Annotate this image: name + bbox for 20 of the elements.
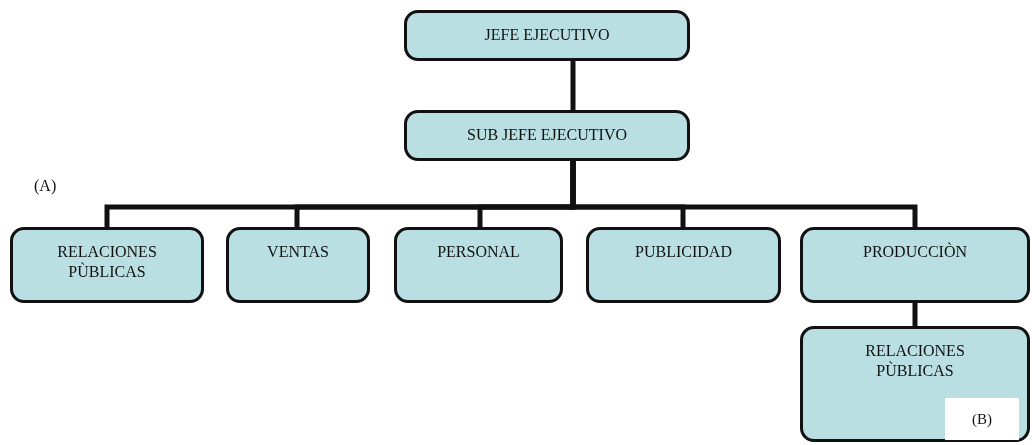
org-box	[404, 110, 690, 161]
connector-line	[912, 302, 918, 327]
box-label: PRODUCCIÒN	[863, 242, 967, 262]
box-label: JEFE EJECUTIVO	[484, 25, 610, 45]
org-box	[800, 227, 1030, 303]
org-box	[10, 227, 204, 303]
box-label: VENTAS	[267, 242, 329, 262]
org-box	[404, 10, 690, 61]
box-label: SUB JEFE EJECUTIVO	[467, 125, 627, 145]
panel-letter: (A)	[34, 177, 57, 195]
box-label: RELACIONES PÙBLICAS	[56, 242, 158, 282]
connector-line	[570, 160, 918, 228]
connector-line	[570, 60, 576, 111]
org-box	[586, 227, 781, 303]
box-label: RELACIONES PÙBLICAS	[864, 341, 966, 381]
panel-letter: (B)	[945, 398, 1019, 440]
org-box	[394, 227, 563, 303]
org-box	[226, 227, 370, 303]
box-label: PUBLICIDAD	[635, 242, 732, 262]
box-label: PERSONAL	[437, 242, 520, 262]
